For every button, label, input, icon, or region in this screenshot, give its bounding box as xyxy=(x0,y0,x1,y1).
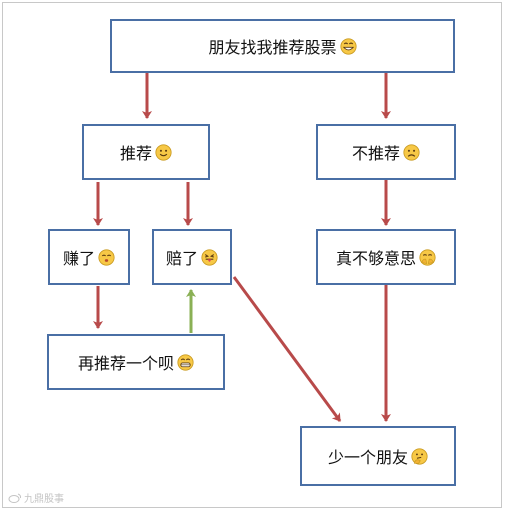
node-lost: 赔了 xyxy=(152,229,232,285)
watermark-text: 九鼎股事 xyxy=(24,494,64,505)
grimacing-emoji-icon xyxy=(177,353,194,371)
frowning-emoji-icon xyxy=(403,143,420,161)
image-frame xyxy=(2,2,502,508)
node-really-loyal-label: 真不够意思 xyxy=(335,249,416,268)
smirk-emoji-icon xyxy=(98,248,115,266)
node-earned-label: 赚了 xyxy=(62,249,95,268)
node-lost-label: 赔了 xyxy=(165,249,198,268)
tongue-out-emoji-icon xyxy=(201,248,218,266)
node-root-label: 朋友找我推荐股票 xyxy=(208,38,337,57)
node-root: 朋友找我推荐股票 xyxy=(110,19,455,73)
node-not-recommend-label: 不推荐 xyxy=(351,144,400,163)
node-earned: 赚了 xyxy=(48,229,130,285)
node-not-recommend: 不推荐 xyxy=(316,124,456,180)
arrow-lost-to-less-friend xyxy=(232,276,342,422)
node-one-less-friend-label: 少一个朋友 xyxy=(327,448,408,467)
node-one-less-friend: 少一个朋友 xyxy=(300,426,456,486)
node-recommend-again: 再推荐一个呗 xyxy=(47,334,225,390)
watermark: 九鼎股事 xyxy=(8,490,64,505)
node-really-loyal: 真不够意思 xyxy=(316,229,456,285)
node-recommend-label: 推荐 xyxy=(119,144,152,163)
face-palm-emoji-icon xyxy=(419,248,436,266)
node-recommend-again-label: 再推荐一个呗 xyxy=(77,354,174,373)
thinking-emoji-icon xyxy=(411,447,428,465)
node-recommend: 推荐 xyxy=(82,124,210,180)
smiling-emoji-icon xyxy=(155,143,172,161)
grinning-emoji-icon xyxy=(339,37,357,55)
weibo-logo-icon xyxy=(8,493,22,503)
